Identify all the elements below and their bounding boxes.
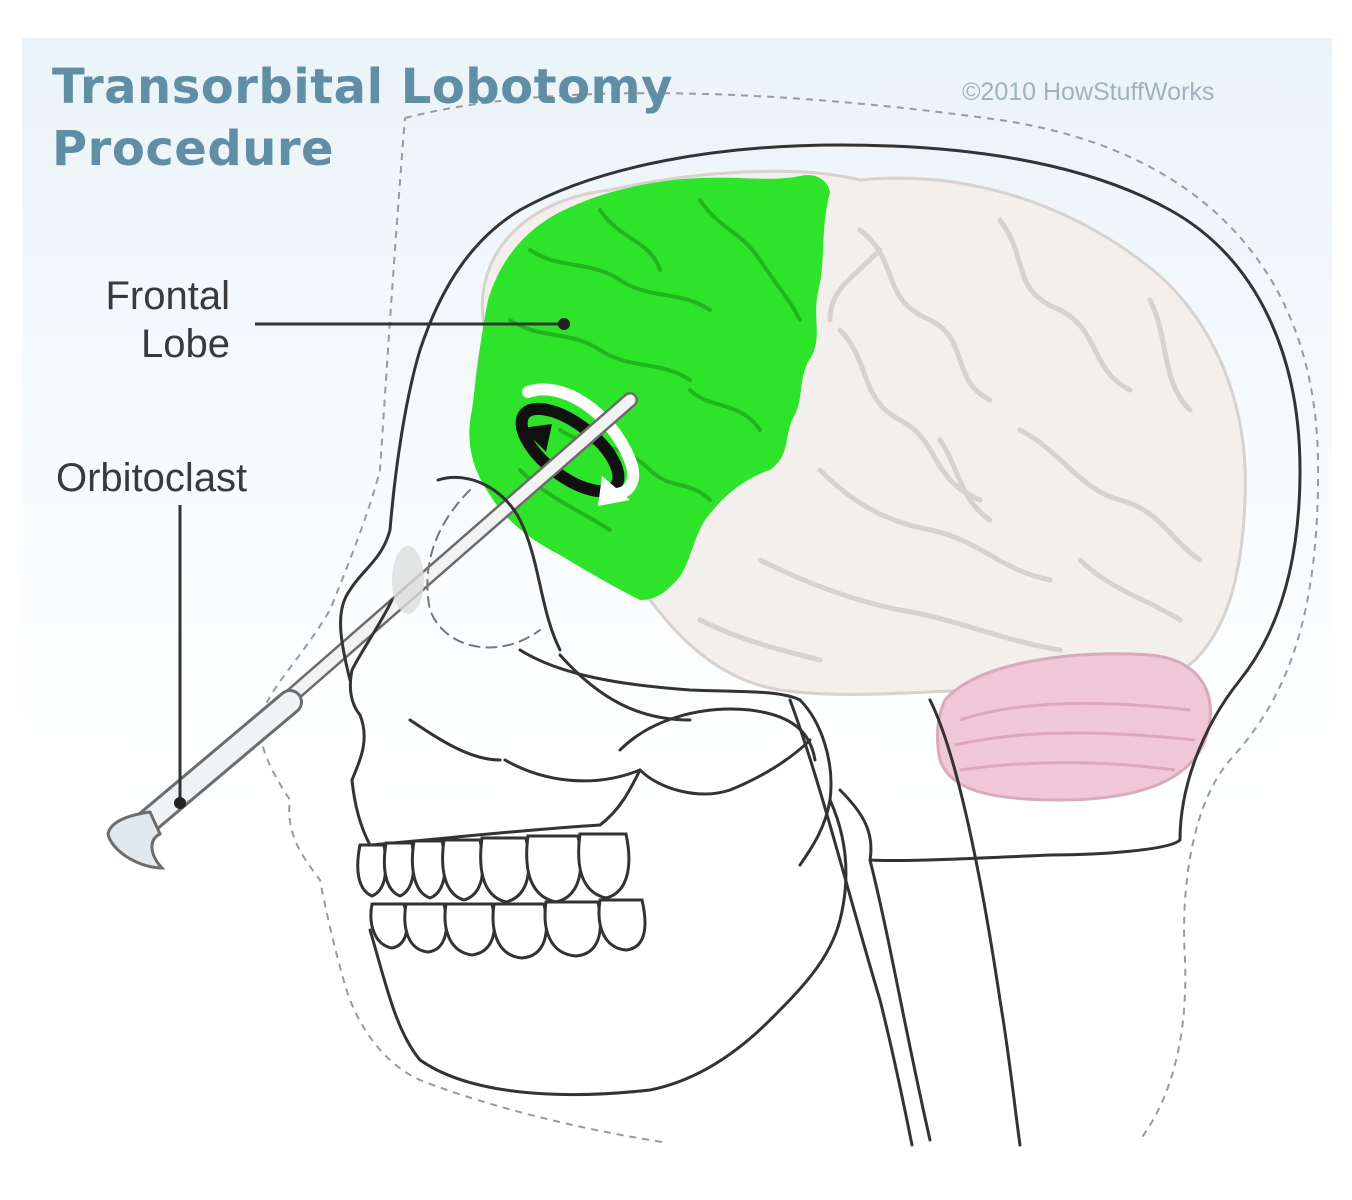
frontal-lobe-label: Frontal Lobe [70, 272, 231, 368]
orbitoclast-label: Orbitoclast [56, 456, 248, 500]
orbitoclast-leader-dot [174, 797, 186, 809]
skull [339, 143, 1302, 1147]
soft-tissue-outline [259, 92, 1320, 1143]
orbitoclast-handle-fill [128, 692, 300, 840]
frontal-lobe [469, 174, 830, 601]
rotation-arrow-head-white [598, 476, 630, 506]
teeth [356, 832, 647, 960]
rotation-arrow-head-black [522, 424, 552, 452]
frontal-lobe-label-line-2: Lobe [141, 322, 230, 366]
rotation-arrow-front [522, 383, 640, 500]
diagram-title: Transorbital Lobotomy Procedure [52, 56, 673, 180]
frontal-lobe-label-line-1: Frontal [105, 274, 231, 318]
cerebellum-folds [954, 701, 1196, 772]
cerebellum [936, 652, 1212, 802]
frontal-lobe-leader-dot [558, 318, 570, 330]
title-line-1: Transorbital Lobotomy [52, 59, 673, 115]
copyright-notice: ©2010 HowStuffWorks [962, 78, 1215, 106]
orbitoclast-hook [106, 810, 166, 870]
title-line-2: Procedure [52, 121, 335, 177]
eye-socket-highlight [392, 546, 424, 614]
brain-sulci [697, 217, 1203, 663]
